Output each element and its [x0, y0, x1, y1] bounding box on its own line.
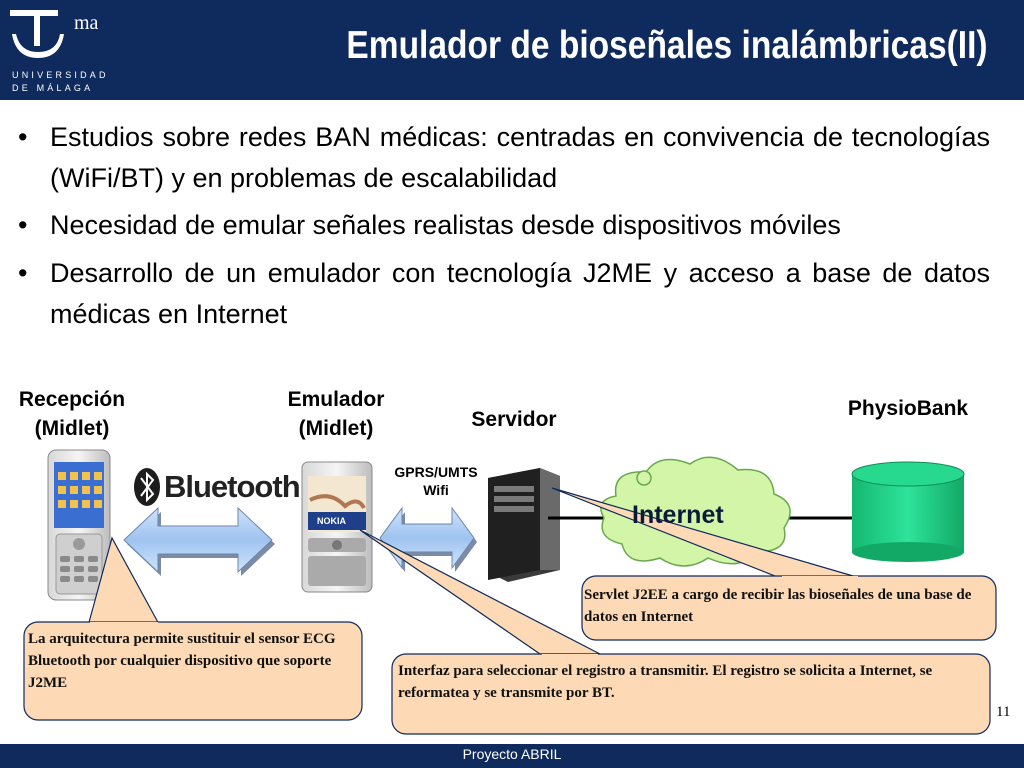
bullet-item: • Estudios sobre redes BAN médicas: centr…	[18, 117, 990, 199]
bullet-text: Necesidad de emular señales realistas de…	[50, 210, 841, 240]
physiobank-label: PhysioBank	[847, 397, 969, 420]
double-arrow-gprs	[379, 506, 477, 572]
bullet-text: Estudios sobre redes BAN médicas: centra…	[50, 122, 990, 193]
logo-line1: UNIVERSIDAD	[12, 70, 109, 80]
emulador-label-line1: Emulador	[287, 388, 385, 411]
gprs-label-line1: GPRS/UMTS	[394, 464, 478, 480]
tail-joint	[542, 654, 598, 657]
double-arrow-bluetooth	[123, 506, 275, 576]
callout-box-arquitectura	[23, 621, 363, 721]
database-icon	[851, 461, 965, 562]
server-icon	[488, 468, 560, 582]
bullet-marker: •	[18, 258, 28, 288]
gprs-label-line2: Wifi	[423, 482, 449, 498]
logo-superscript: ma	[74, 12, 99, 34]
callout-text-interfaz: Interfaz para seleccionar el registro a …	[398, 663, 933, 701]
recepcion-label: Recepción (Midlet)	[4, 385, 140, 443]
bluetooth-logo-text: Bluetooth	[164, 469, 301, 504]
header-bar	[0, 0, 1024, 100]
gprs-label: GPRS/UMTS Wifi	[378, 463, 494, 499]
logo-icon	[10, 10, 64, 58]
footer-bar	[0, 744, 1024, 768]
footer-text: Proyecto ABRIL	[462, 746, 562, 762]
recepcion-label-line1: Recepción	[18, 388, 126, 411]
emulador-label-line2: (Midlet)	[298, 417, 374, 440]
emulator-phone-icon	[301, 461, 373, 593]
university-logo: ma UNIVERSIDAD DE MÁLAGA	[8, 6, 106, 94]
reception-phone-icon	[47, 449, 111, 601]
nokia-brand-text: NOKIA	[317, 516, 346, 526]
tail-joint	[782, 576, 858, 579]
bluetooth-icon	[134, 468, 160, 506]
bullet-marker: •	[18, 210, 28, 240]
callout-box-interfaz	[391, 653, 991, 735]
page-title: Emulador de bioseñales inalámbricas(II)	[346, 24, 988, 67]
bullet-item: • Desarrollo de un emulador con tecnologí…	[18, 253, 990, 335]
callout-tail-interfaz	[359, 529, 601, 655]
logo-line2: DE MÁLAGA	[12, 83, 94, 93]
internet-label: Internet	[632, 501, 724, 529]
emulador-label: Emulador (Midlet)	[268, 385, 404, 443]
tail-joint	[90, 622, 158, 626]
bullet-list: • Estudios sobre redes BAN médicas: centr…	[18, 117, 990, 335]
callout-text-servlet: Servlet J2EE a cargo de recibir las bios…	[584, 587, 972, 625]
bullet-text: Desarrollo de un emulador con tecnología…	[50, 258, 990, 329]
bullet-marker: •	[18, 122, 28, 152]
internet-cloud-icon	[600, 456, 791, 567]
page-number: 11	[996, 704, 1011, 720]
servidor-label: Servidor	[471, 408, 557, 431]
bullet-item: • Necesidad de emular señales realistas d…	[18, 205, 990, 246]
recepcion-label-line2: (Midlet)	[34, 417, 110, 440]
callout-text-arquitectura: La arquitectura permite sustituir el sen…	[28, 631, 336, 691]
